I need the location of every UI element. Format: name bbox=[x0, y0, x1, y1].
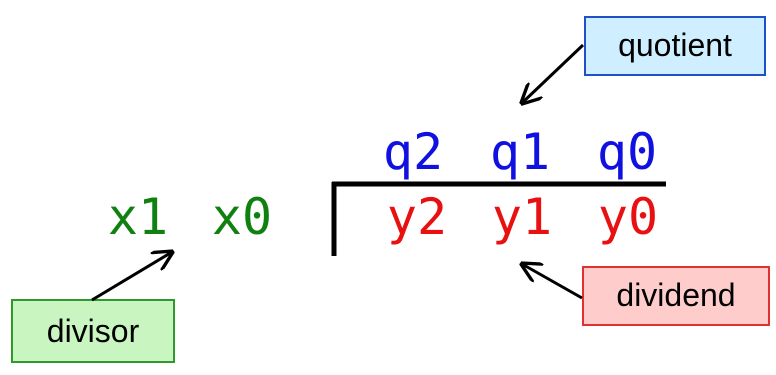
quotient-label-box bbox=[584, 16, 766, 76]
divisor-row: x1 x0 bbox=[108, 188, 272, 246]
dividend-arrow bbox=[522, 264, 583, 300]
quotient-term: q0 bbox=[597, 123, 657, 181]
dividend-term: y2 bbox=[387, 188, 447, 246]
division-bracket bbox=[331, 181, 666, 256]
dividend-label-box bbox=[582, 266, 770, 326]
divisor-label-box bbox=[11, 299, 175, 363]
quotient-label-text: quotient bbox=[618, 27, 732, 63]
divisor-arrow bbox=[91, 252, 172, 302]
divisor-label: divisor bbox=[11, 299, 175, 363]
dividend-label-text: dividend bbox=[616, 277, 735, 313]
quotient-arrow bbox=[522, 43, 585, 103]
divisor-term: x1 bbox=[108, 188, 168, 246]
dividend-term: y1 bbox=[492, 188, 552, 246]
dividend-row: y2 y1 y0 bbox=[387, 188, 658, 246]
dividend-label: dividend bbox=[582, 266, 770, 326]
divisor-label-text: divisor bbox=[47, 313, 140, 349]
quotient-row: q2 q1 q0 bbox=[383, 123, 657, 181]
quotient-label: quotient bbox=[584, 16, 766, 76]
quotient-term: q2 bbox=[383, 123, 443, 181]
dividend-term: y0 bbox=[598, 188, 658, 246]
quotient-term: q1 bbox=[490, 123, 550, 181]
divisor-term: x0 bbox=[212, 188, 272, 246]
